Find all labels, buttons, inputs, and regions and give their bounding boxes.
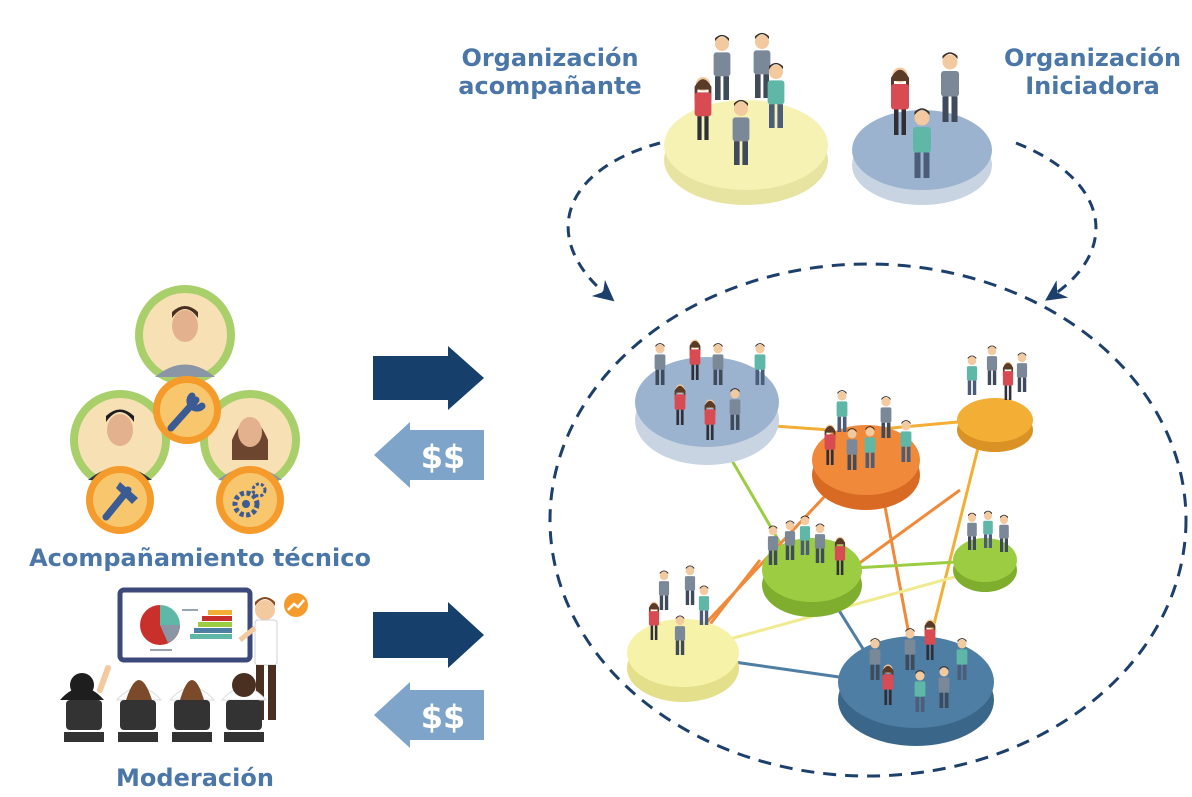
network-node-orange: [812, 390, 920, 510]
network-node-pale-yellow: [627, 565, 739, 702]
money-label-top: $$: [421, 438, 466, 476]
moderation-label: Moderación: [116, 764, 274, 792]
audience-member: [220, 673, 268, 742]
moderation-scene: [60, 587, 308, 742]
initiating-organization-label: Organización Iniciadora: [985, 44, 1192, 101]
audience-member: [60, 665, 111, 742]
trend-up-icon: [284, 593, 308, 617]
money-label-bottom: $$: [421, 698, 466, 736]
gear-icon: [216, 466, 284, 534]
advisor-left-avatar: [70, 390, 170, 490]
accompanying-organization-line1: Organización: [461, 44, 639, 72]
network-node-green-center: [762, 515, 862, 617]
advisor-top-avatar: [135, 285, 235, 385]
audience: [60, 665, 268, 742]
audience-member: [115, 680, 163, 742]
network-boundary-circle: [548, 262, 1188, 778]
accompanying-organization-line2: acompañante: [458, 72, 642, 101]
left-dashed-arc: [566, 141, 661, 302]
technical-support-cluster: [70, 285, 300, 534]
hammer-icon: [86, 466, 154, 534]
wrench-icon: [153, 376, 221, 444]
network-node-teal: [838, 619, 994, 746]
right-dashed-arc: [1015, 141, 1098, 301]
initiating-organization-platform: [852, 52, 992, 205]
initiating-organization-line1: Organización: [1003, 44, 1182, 72]
money-arrow-top: $$: [374, 422, 484, 488]
initiating-organization-line2: Iniciadora: [1025, 72, 1160, 101]
money-arrow-bottom: $$: [374, 682, 484, 748]
presenter-figure: [238, 597, 278, 720]
accompanying-organization-platform: [664, 32, 828, 205]
arrow-right-bottom: [373, 602, 484, 668]
technical-support-label: Acompañamiento técnico: [29, 544, 371, 572]
audience-member: [168, 680, 216, 742]
network-node-yellow-orange: [957, 345, 1033, 452]
arrow-right-top: [373, 346, 484, 410]
network-node-blue: [635, 339, 779, 465]
accompanying-organization-label: Organización acompañante: [430, 44, 670, 101]
network-node-green-right: [953, 510, 1017, 592]
presentation-board-icon: [117, 587, 253, 663]
